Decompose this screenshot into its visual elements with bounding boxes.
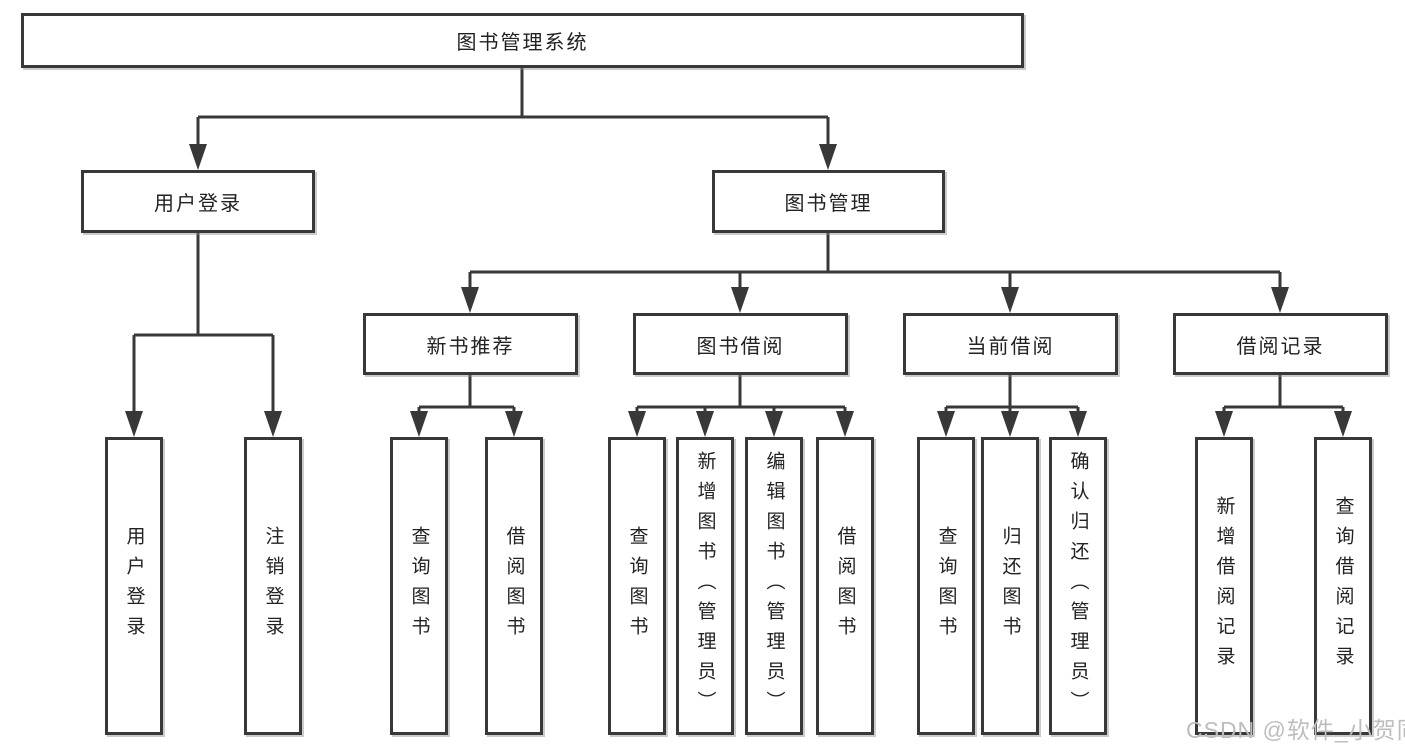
- leaf-borrow-edit-books-admin: 编辑图书（管理员）: [745, 437, 803, 735]
- leaf-label: 注销登录: [262, 526, 284, 646]
- node-new-book-recommend: 新书推荐: [363, 313, 578, 375]
- node-label: 图书借阅: [696, 335, 785, 358]
- leaf-label: 编辑图书（管理员）: [763, 451, 785, 721]
- node-library-management-system: 图书管理系统: [21, 13, 1024, 68]
- leaf-current-query-books: 查询图书: [917, 437, 975, 735]
- leaf-label: 确认归还（管理员）: [1067, 451, 1089, 721]
- node-label: 借阅记录: [1236, 335, 1325, 358]
- node-label: 新书推荐: [426, 335, 515, 358]
- node-book-management: 图书管理: [712, 170, 945, 233]
- leaf-current-return-books: 归还图书: [981, 437, 1039, 735]
- leaf-borrow-add-books-admin: 新增图书（管理员）: [676, 437, 734, 735]
- leaf-borrow-borrow-books: 借阅图书: [816, 437, 874, 735]
- node-label: 用户登录: [154, 193, 242, 215]
- node-current-borrowing: 当前借阅: [903, 313, 1118, 375]
- node-user-login: 用户登录: [81, 170, 315, 233]
- leaf-user-login: 用户登录: [105, 437, 163, 735]
- leaf-current-confirm-return-admin: 确认归还（管理员）: [1049, 437, 1107, 735]
- arrowheads: [125, 144, 1352, 437]
- leaf-records-query-record: 查询借阅记录: [1314, 437, 1372, 735]
- leaf-logout: 注销登录: [244, 437, 302, 735]
- node-book-borrowing: 图书借阅: [633, 313, 848, 375]
- leaf-label: 新增借阅记录: [1213, 496, 1235, 676]
- leaf-recommend-query-books: 查询图书: [390, 437, 448, 735]
- node-label: 图书管理系统: [456, 32, 589, 54]
- leaf-label: 新增图书（管理员）: [694, 451, 716, 721]
- leaf-label: 归还图书: [999, 526, 1021, 646]
- leaf-label: 查询图书: [935, 526, 957, 646]
- node-label: 当前借阅: [966, 335, 1055, 358]
- leaf-label: 查询图书: [408, 526, 430, 646]
- csdn-watermark: CSDN @软件_小贺同学: [1186, 717, 1405, 743]
- leaf-label: 查询借阅记录: [1332, 496, 1354, 676]
- node-borrowing-records: 借阅记录: [1173, 313, 1388, 375]
- leaf-label: 借阅图书: [503, 526, 525, 646]
- leaf-recommend-borrow-books: 借阅图书: [485, 437, 543, 735]
- leaf-label: 借阅图书: [834, 526, 856, 646]
- node-label: 图书管理: [784, 193, 873, 215]
- leaf-label: 查询图书: [626, 526, 648, 646]
- leaf-borrow-query-books: 查询图书: [608, 437, 666, 735]
- leaf-label: 用户登录: [123, 526, 145, 646]
- leaf-records-add-record: 新增借阅记录: [1195, 437, 1253, 735]
